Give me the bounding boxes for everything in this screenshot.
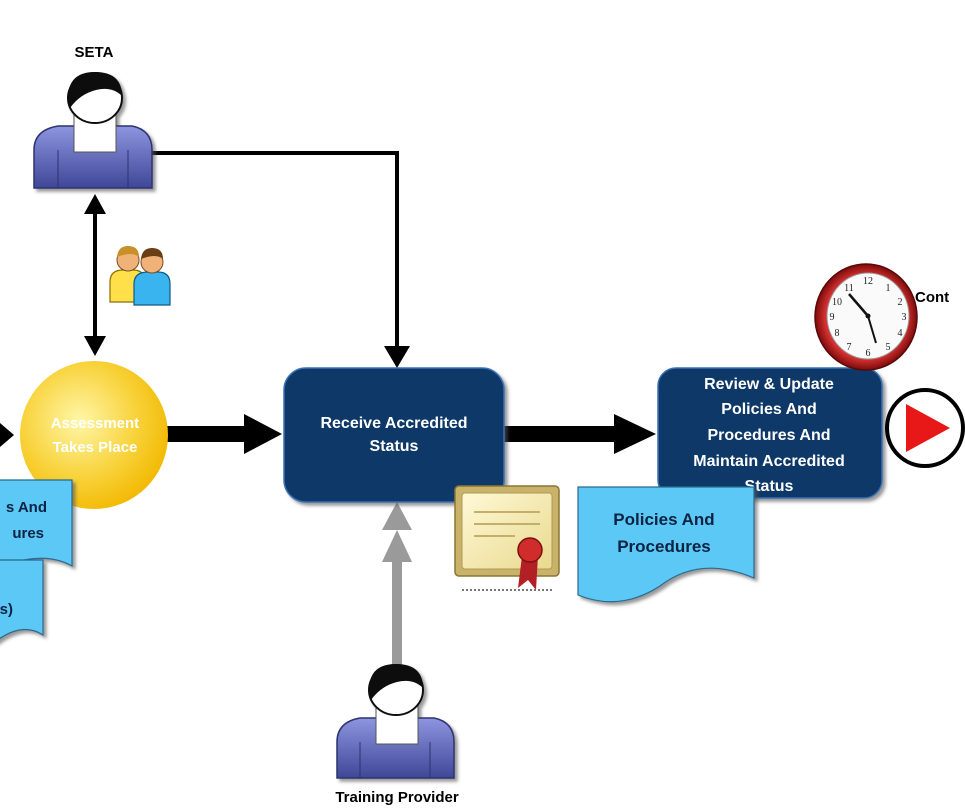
left-document-1 <box>0 479 73 569</box>
left-document-1-line2: ures <box>12 525 44 542</box>
receive-label-line1: Receive Accredited <box>320 415 467 432</box>
person-icon <box>336 664 455 779</box>
left-document-2 <box>0 559 44 640</box>
seta-actor: SETA <box>33 44 153 189</box>
left-document-1-line1: s And <box>6 499 47 516</box>
assessment-circle <box>20 361 168 509</box>
person-icon <box>33 72 153 189</box>
provider-to-receive-head-upper <box>382 502 412 530</box>
clock-label: Cont <box>915 289 949 306</box>
policies-document-line1: Policies And <box>613 510 714 529</box>
seta-label: SETA <box>75 44 114 61</box>
arrowhead-up-seta <box>84 194 106 214</box>
svg-text:3: 3 <box>902 312 907 323</box>
review-label-line3: Procedures And <box>708 427 831 444</box>
assessment-node: Assessment Takes Place <box>20 361 168 509</box>
svg-text:6: 6 <box>866 348 871 359</box>
assessment-label-line1: Assessment <box>51 415 139 432</box>
receive-to-review-head <box>614 414 656 454</box>
arrowhead-down-assessment <box>84 336 106 356</box>
left-document-2-line1: s) <box>0 601 13 618</box>
receive-box <box>283 367 505 503</box>
svg-text:10: 10 <box>832 297 842 308</box>
receive-to-review-shaft <box>504 426 624 442</box>
assessment-to-receive-head <box>244 414 282 454</box>
receive-label-line2: Status <box>370 438 419 455</box>
receive-accredited-status-node: Receive Accredited Status <box>283 367 505 503</box>
svg-text:12: 12 <box>863 276 873 287</box>
review-label-line4: Maintain Accredited <box>693 453 844 470</box>
provider-to-receive-head-lower <box>382 530 412 562</box>
svg-text:11: 11 <box>844 283 854 294</box>
policies-document-shape <box>577 486 755 603</box>
svg-text:2: 2 <box>898 297 903 308</box>
play-icon[interactable] <box>885 388 965 468</box>
connectors <box>0 151 656 667</box>
assessment-to-receive-shaft <box>164 426 254 442</box>
svg-text:4: 4 <box>898 328 903 339</box>
clock-icon: 12 1 2 3 4 5 6 7 8 9 10 11 <box>814 263 918 371</box>
policies-document: Policies And Procedures <box>577 486 755 603</box>
review-label-line1: Review & Update <box>704 376 834 393</box>
certificate-icon <box>454 485 560 591</box>
review-label-line5: Status <box>745 478 794 495</box>
seta-to-receive-connector <box>152 151 399 350</box>
training-provider-actor: Training Provider <box>335 664 459 806</box>
svg-text:1: 1 <box>886 283 891 294</box>
policies-document-line2: Procedures <box>617 537 711 556</box>
svg-text:9: 9 <box>830 312 835 323</box>
assessment-label-line2: Takes Place <box>53 439 138 456</box>
training-provider-label: Training Provider <box>335 789 459 806</box>
arrowhead-into-assessment <box>0 423 14 447</box>
provider-to-receive-shaft <box>392 552 402 667</box>
left-documents: s And ures s) <box>0 479 73 640</box>
people-group-icon <box>109 246 171 306</box>
arrowhead-down-receive <box>384 346 410 368</box>
review-update-node: Review & Update Policies And Procedures … <box>657 367 883 499</box>
review-label-line2: Policies And <box>721 401 816 418</box>
review-box <box>657 367 883 499</box>
svg-text:5: 5 <box>886 342 891 353</box>
svg-text:8: 8 <box>835 328 840 339</box>
svg-text:7: 7 <box>847 342 852 353</box>
